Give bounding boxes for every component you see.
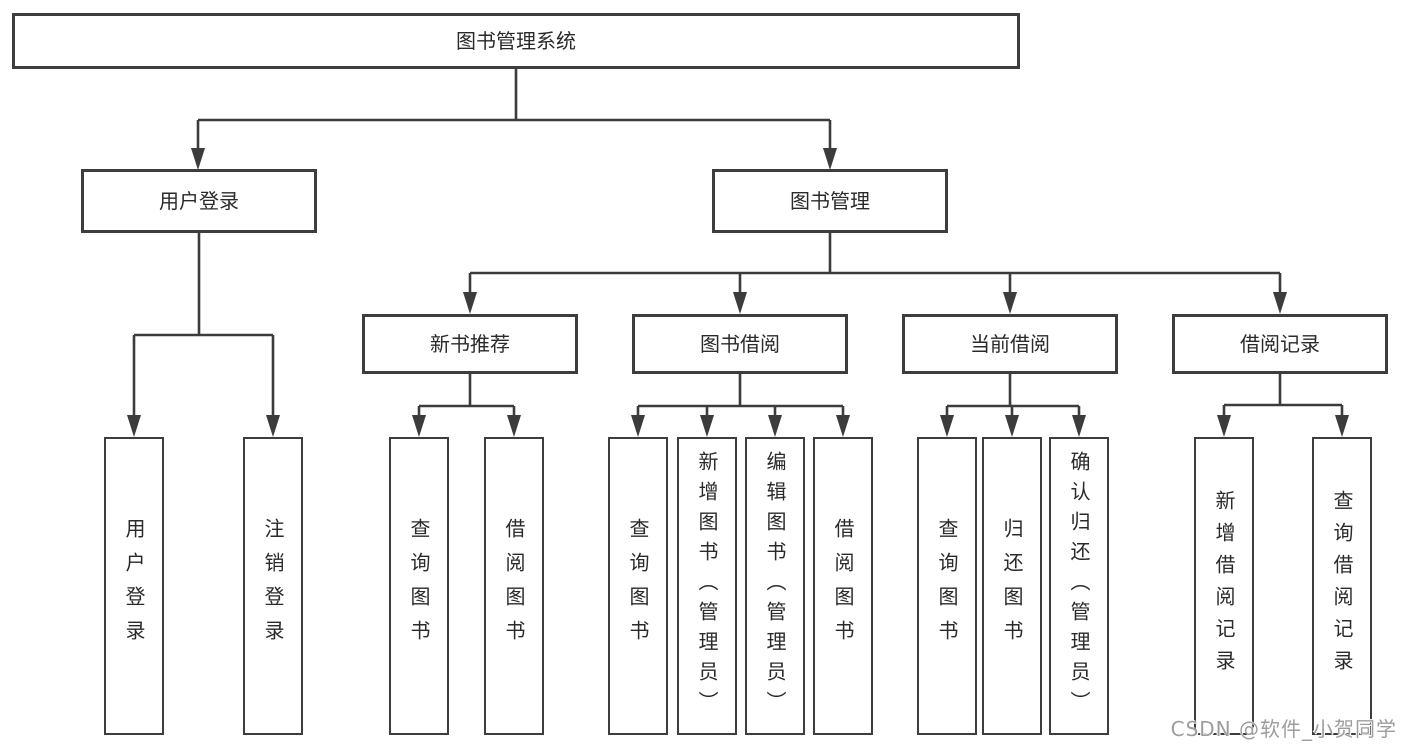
node-label: 借阅记录 <box>1240 332 1320 356</box>
node-borrow-records: 借阅记录 <box>1172 314 1388 374</box>
node-label: 当前借阅 <box>970 332 1050 356</box>
leaf-user-login: 用户登录 <box>104 437 164 735</box>
node-library-management-system: 图书管理系统 <box>12 13 1020 69</box>
node-label: 编辑图书（管理员） <box>763 451 787 721</box>
node-label: 确认归还（管理员） <box>1067 451 1091 721</box>
connector-root <box>196 69 832 152</box>
arrow-head <box>1005 415 1019 437</box>
node-book-management: 图书管理 <box>712 169 948 233</box>
leaf-edit-book-admin: 编辑图书（管理员） <box>745 437 805 735</box>
node-new-book-recommend: 新书推荐 <box>362 314 578 374</box>
arrow-head <box>823 148 837 170</box>
connector-book-borrow <box>636 374 845 418</box>
leaf-add-borrow-record: 新增借阅记录 <box>1194 437 1254 735</box>
arrow-head <box>127 415 141 437</box>
node-label: 图书管理 <box>790 189 870 213</box>
arrow-head <box>1072 415 1086 437</box>
leaf-return-book: 归还图书 <box>982 437 1042 735</box>
arrow-head <box>1217 415 1231 437</box>
node-label: 查询图书 <box>626 518 650 654</box>
node-label: 图书管理系统 <box>456 29 576 53</box>
node-label: 图书借阅 <box>700 332 780 356</box>
node-label: 查询借阅记录 <box>1330 490 1354 682</box>
node-user-login: 用户登录 <box>81 169 317 233</box>
arrow-head <box>1273 292 1287 314</box>
arrow-head <box>507 415 521 437</box>
leaf-logout: 注销登录 <box>243 437 303 735</box>
connector-current-borrow <box>945 374 1081 418</box>
node-label: 新增图书（管理员） <box>695 451 719 721</box>
node-book-borrow: 图书借阅 <box>632 314 848 374</box>
node-label: 查询图书 <box>935 518 959 654</box>
leaf-confirm-return-admin: 确认归还（管理员） <box>1049 437 1109 735</box>
arrow-head <box>191 148 205 170</box>
leaf-add-book-admin: 新增图书（管理员） <box>677 437 737 735</box>
arrow-head <box>768 415 782 437</box>
arrow-head <box>1335 415 1349 437</box>
node-label: 借阅图书 <box>831 518 855 654</box>
arrow-head <box>940 415 954 437</box>
arrow-head <box>463 292 477 314</box>
leaf-query-borrow-record: 查询借阅记录 <box>1312 437 1372 735</box>
leaf-query-books-recommend: 查询图书 <box>389 437 449 735</box>
arrow-head <box>836 415 850 437</box>
leaf-query-books-current: 查询图书 <box>917 437 977 735</box>
connector-borrow-records <box>1222 374 1344 418</box>
node-label: 新增借阅记录 <box>1212 490 1236 682</box>
csdn-watermark: CSDN @软件_小贺同学 <box>1170 717 1397 741</box>
leaf-query-books-borrow: 查询图书 <box>608 437 668 735</box>
node-label: 用户登录 <box>122 518 146 654</box>
node-label: 查询图书 <box>407 518 431 654</box>
node-label: 归还图书 <box>1000 518 1024 654</box>
arrow-head <box>1003 292 1017 314</box>
leaf-borrow-books-recommend: 借阅图书 <box>484 437 544 735</box>
node-label: 用户登录 <box>159 189 239 213</box>
arrow-head <box>700 415 714 437</box>
node-label: 注销登录 <box>261 518 285 654</box>
arrow-head <box>733 292 747 314</box>
node-current-borrow: 当前借阅 <box>902 314 1118 374</box>
leaf-borrow-books: 借阅图书 <box>813 437 873 735</box>
connector-new-book-recommend <box>417 374 516 418</box>
arrow-head <box>631 415 645 437</box>
connector-user-login <box>132 233 275 418</box>
connector-book-management <box>468 233 1282 296</box>
arrowheads <box>127 148 1349 437</box>
node-label: 借阅图书 <box>502 518 526 654</box>
node-label: 新书推荐 <box>430 332 510 356</box>
arrow-head <box>412 415 426 437</box>
arrow-head <box>266 415 280 437</box>
